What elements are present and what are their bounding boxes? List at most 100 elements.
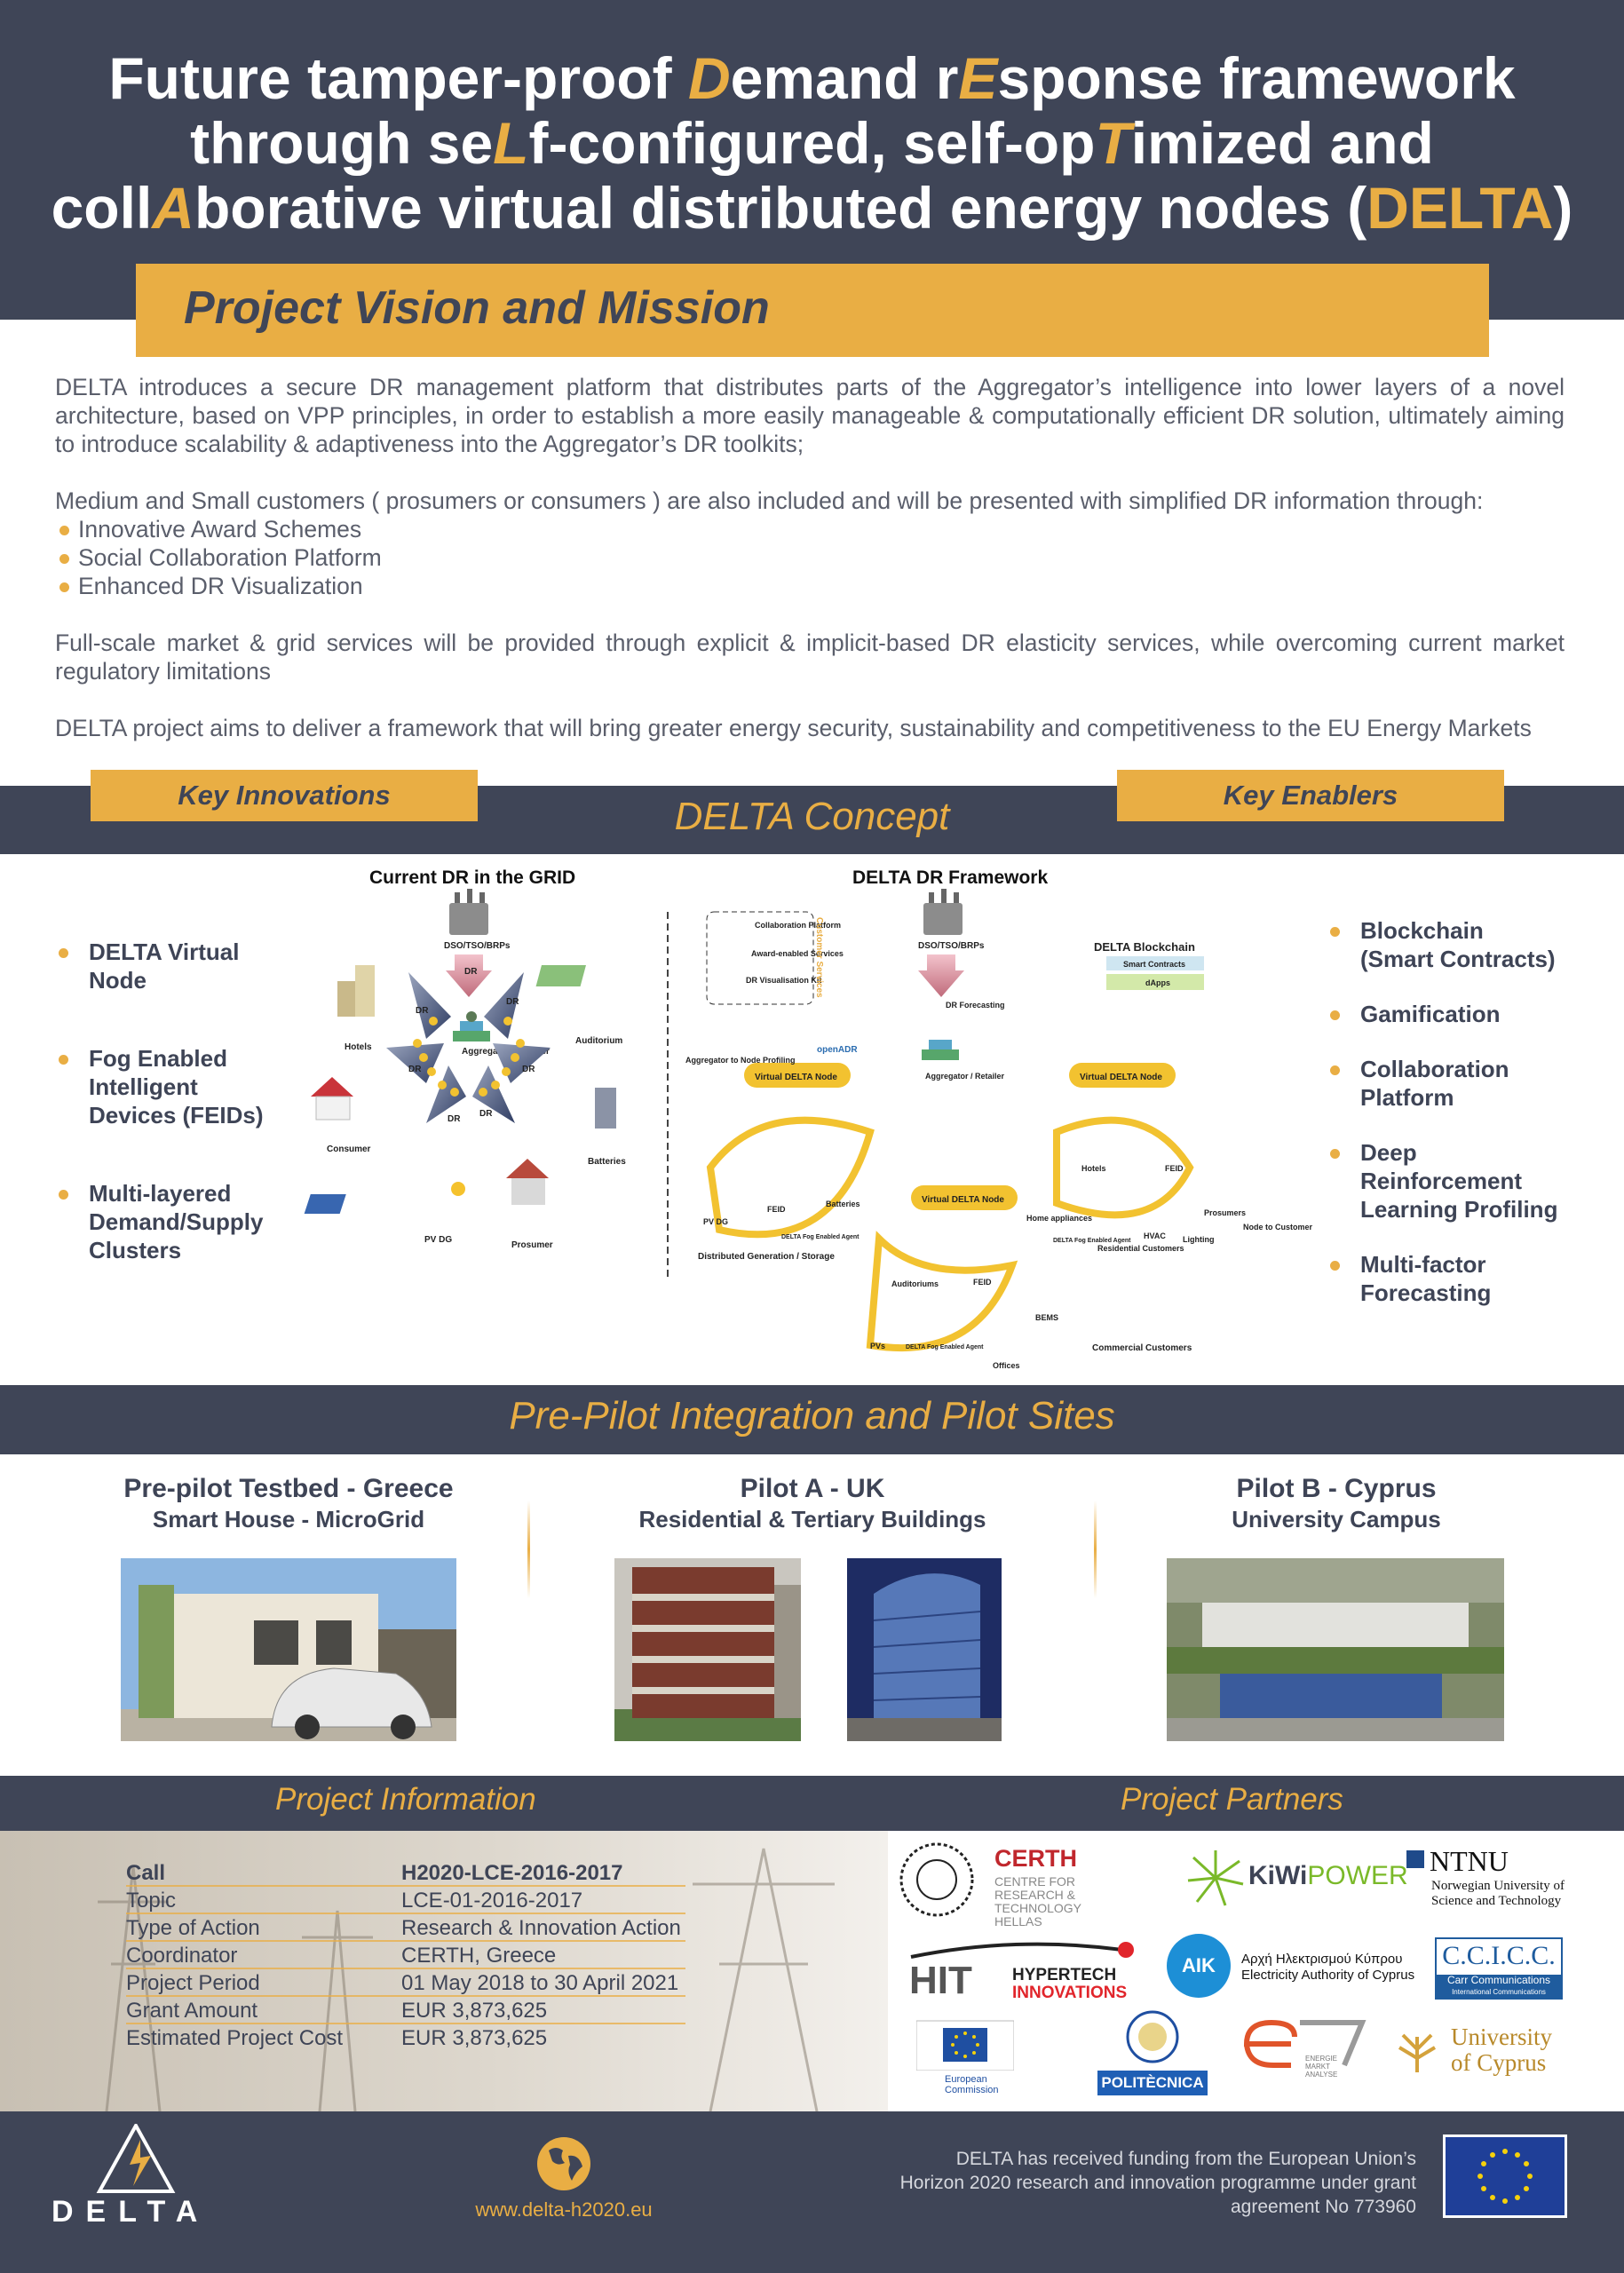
customer-services-box: [706, 911, 814, 1005]
uk-residential-photo: [614, 1558, 801, 1741]
key-innovations-tag: Key Innovations: [91, 770, 478, 821]
politecnica-logo: POLITÈCNICA: [1097, 2008, 1208, 2097]
svg-text:Home appliances: Home appliances: [1026, 1214, 1092, 1223]
key-enablers-tag: Key Enablers: [1117, 770, 1504, 821]
svg-text:DR: DR: [479, 1109, 493, 1119]
svg-text:Auditorium: Auditorium: [575, 1036, 622, 1046]
svg-text:Virtual DELTA Node: Virtual DELTA Node: [755, 1073, 837, 1082]
svg-text:Residential Customers: Residential Customers: [1097, 1244, 1184, 1253]
dapps-box: [1106, 974, 1204, 990]
left-dso-label: DSO/TSO/BRPs: [444, 941, 511, 951]
left-transformer-icon: [449, 889, 488, 935]
eac-emblem-icon: AIK: [1167, 1934, 1231, 1998]
bullet-dot-icon: [1330, 927, 1340, 937]
down-arrow-icon: [918, 954, 964, 997]
svg-text:Aggregator / Retailer: Aggregator / Retailer: [925, 1072, 1005, 1081]
cluster-loop-1: [706, 1116, 875, 1239]
delta-logo-text: DELTA: [51, 2195, 210, 2229]
svg-text:Node to Customer Profiling: Node to Customer Profiling: [1243, 1223, 1314, 1232]
svg-text:Auditoriums: Auditoriums: [891, 1279, 939, 1288]
svg-text:DR Visualisation Kit: DR Visualisation Kit: [746, 976, 821, 985]
diagram-svg: DSO/TSO/BRPs DR Aggregator / Retailer DR…: [304, 889, 1314, 1370]
vision-paragraph-4: DELTA project aims to deliver a framewor…: [55, 715, 1532, 741]
ucy-tree-icon: [1398, 2033, 1437, 2072]
svg-text:Distributed Generation / Stora: Distributed Generation / Storage: [698, 1252, 835, 1262]
svg-text:DR: DR: [448, 1114, 461, 1124]
cluster-loop-2: [1053, 1116, 1194, 1219]
site-uk: Pilot A - UK Residential & Tertiary Buil…: [638, 1474, 986, 1532]
virtual-node-2: [1069, 1063, 1176, 1088]
cyprus-campus-photo: [1167, 1558, 1504, 1741]
dr-blade-icon: [493, 1043, 551, 1083]
svg-text:FEID: FEID: [973, 1278, 992, 1287]
vision-banner: Project Vision and Mission: [136, 264, 1489, 357]
site-cyprus: Pilot B - Cyprus University Campus: [1232, 1474, 1441, 1532]
site-greece: Pre-pilot Testbed - Greece Smart House -…: [123, 1474, 454, 1532]
svg-text:PV DG: PV DG: [703, 1217, 728, 1226]
house-icon: [311, 1077, 353, 1121]
pylon-icon: [98, 1848, 835, 2111]
list-item: Gamification: [1327, 1000, 1557, 1028]
bullet-dot-icon: [59, 582, 69, 592]
website-link[interactable]: www.delta-h2020.eu: [475, 2198, 653, 2221]
svg-text:Prosumers: Prosumers: [1204, 1208, 1246, 1217]
svg-text:PV DG: PV DG: [424, 1235, 452, 1245]
right-aggregator-icon: [922, 1040, 959, 1060]
svg-text:Virtual DELTA Node: Virtual DELTA Node: [922, 1195, 1004, 1205]
kiwipower-logo: KiWiPOWER: [1186, 1847, 1408, 1909]
bullet-dot-icon: [59, 526, 69, 535]
svg-text:DELTA Fog Enabled Agent: DELTA Fog Enabled Agent: [1053, 1238, 1131, 1244]
svg-text:DR: DR: [506, 997, 519, 1007]
bullet-dot-icon: [1330, 1261, 1340, 1271]
vision-paragraph-2: Medium and Small customers ( prosumers o…: [55, 487, 1484, 514]
svg-text:DR: DR: [416, 1006, 429, 1016]
svg-text:DR Forecasting: DR Forecasting: [946, 1001, 1005, 1010]
title-line-3: collAborative virtual distributed energy…: [51, 175, 1573, 241]
delta-logo-icon: [96, 2124, 176, 2193]
bullet-dot-icon: [59, 948, 68, 958]
greece-smart-house-photo: [121, 1558, 456, 1741]
svg-text:PVs: PVs: [870, 1342, 885, 1350]
ntnu-square-icon: [1406, 1850, 1424, 1868]
enablers-list: Blockchain(Smart Contracts) Gamification…: [1327, 916, 1557, 1307]
list-item: Innovative Award Schemes: [55, 515, 1565, 543]
hypertech-logo: HIT HYPERTECH INNOVATIONS: [909, 1941, 1140, 2003]
dr-blade-icon: [408, 972, 451, 1039]
pilot-title: Pre-Pilot Integration and Pilot Sites: [509, 1394, 1115, 1437]
svg-text:Batteries: Batteries: [826, 1200, 860, 1208]
vision-paragraph-3: Full-scale market & grid services will b…: [55, 630, 1565, 685]
svg-text:Prosumer: Prosumer: [511, 1240, 553, 1250]
certh-emblem-icon: [899, 1842, 974, 1917]
ec-building-icon: [916, 2020, 1014, 2071]
left-aggregator-icon: [453, 1011, 490, 1041]
svg-text:FEID: FEID: [767, 1205, 786, 1214]
dr-blade-icon: [484, 972, 524, 1039]
dr-blade-icon: [472, 1065, 515, 1123]
svg-text:Batteries: Batteries: [588, 1157, 626, 1167]
blockchain-label: DELTA Blockchain: [1094, 940, 1195, 954]
svg-text:Offices: Offices: [993, 1361, 1020, 1370]
smart-contracts-box: [1106, 956, 1204, 970]
project-information-title: Project Information: [275, 1782, 536, 1817]
svg-text:Aggregator to Node Profiling: Aggregator to Node Profiling: [685, 1056, 796, 1065]
title-line-2: through seLf-configured, self-opTimized …: [190, 110, 1434, 176]
site-divider: [527, 1501, 530, 1598]
eu-flag-icon: [1446, 2137, 1565, 2215]
svg-text:Consumer: Consumer: [327, 1144, 371, 1154]
svg-text:openADR: openADR: [817, 1045, 858, 1055]
bullet-dot-icon: [59, 1055, 68, 1065]
flow-dots: [413, 1017, 525, 1097]
svg-text:Hotels: Hotels: [345, 1042, 372, 1052]
svg-text:Commercial Customers: Commercial Customers: [1092, 1343, 1192, 1353]
